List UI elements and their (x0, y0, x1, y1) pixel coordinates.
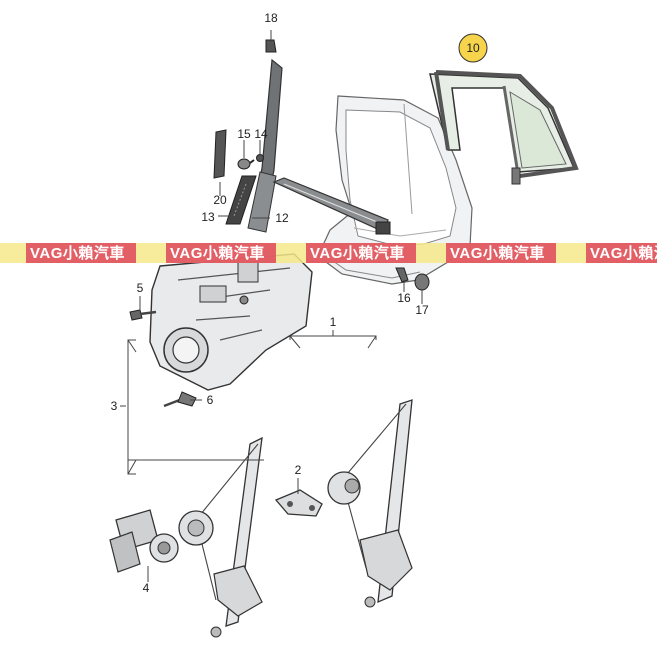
callout-15: 15 (237, 127, 251, 141)
callout-4: 4 (143, 581, 150, 595)
callout-1: 1 (330, 315, 337, 329)
watermark-text: VAG小賴汽車 (310, 244, 405, 262)
trim-strip (225, 175, 257, 225)
watermark-text: VAG小賴汽車 (170, 244, 265, 262)
watermark-text: VAG小賴汽車 (30, 244, 125, 262)
door-frame (317, 95, 473, 285)
assembly-carrier (149, 253, 313, 391)
callout-13: 13 (201, 210, 215, 224)
carrier-bolt (129, 309, 157, 321)
callout-14: 14 (254, 127, 268, 141)
callout-10: 10 (466, 41, 480, 55)
watermark-text: VAG小賴汽車 (450, 244, 545, 262)
regulator-bracket (274, 489, 323, 517)
callout-10-highlight (458, 33, 488, 63)
door-window-glass (429, 70, 579, 185)
pillar-seal-strip (247, 39, 283, 233)
callout-16: 16 (397, 291, 411, 305)
callout-3: 3 (111, 399, 118, 413)
leader-lines (120, 30, 423, 582)
expanding-rivet (163, 391, 197, 408)
window-regulator-right (327, 399, 413, 608)
window-channel-seal (272, 177, 391, 235)
callout-5: 5 (137, 281, 144, 295)
callout-17: 17 (415, 303, 429, 317)
watermark-text: VAG小賴汽車 (590, 244, 657, 262)
clip-screw (249, 154, 264, 164)
plug-cap (414, 273, 430, 291)
callout-18: 18 (264, 11, 278, 25)
window-regulator-left (178, 436, 263, 638)
callout-12: 12 (275, 211, 289, 225)
cap (237, 158, 251, 170)
watermark-band: VAG小賴汽車 VAG小賴汽車 VAG小賴汽車 VAG小賴汽車 VAG小賴汽車 (0, 243, 657, 263)
callout-6: 6 (207, 393, 214, 407)
window-motor (109, 509, 179, 573)
callout-2: 2 (295, 463, 302, 477)
callout-labels: 10 18 15 14 20 13 12 5 1 3 6 2 4 16 17 (111, 11, 488, 595)
door-bolt (395, 267, 409, 283)
cover-trim (213, 129, 227, 179)
callout-20: 20 (213, 193, 227, 207)
